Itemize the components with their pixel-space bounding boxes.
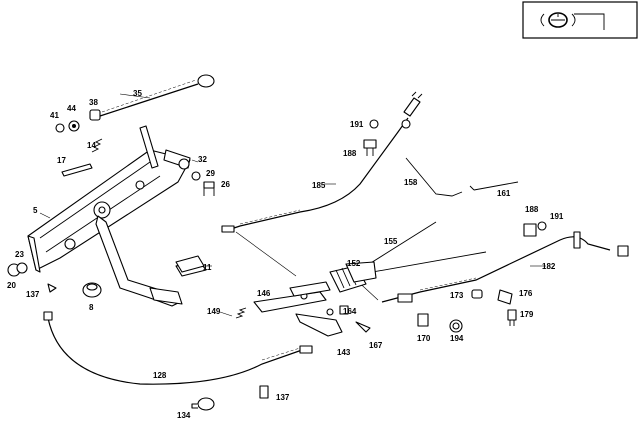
label-23: 23 xyxy=(15,250,24,259)
label-182: 182 xyxy=(542,262,556,271)
label-29: 29 xyxy=(206,169,215,178)
label-167: 167 xyxy=(369,341,383,350)
label-152: 152 xyxy=(347,259,361,268)
label-194: 194 xyxy=(450,334,464,343)
label-41: 41 xyxy=(50,111,59,120)
label-179: 179 xyxy=(520,310,534,319)
spring-161 xyxy=(469,181,519,191)
label-32: 32 xyxy=(198,155,207,164)
label-44: 44 xyxy=(67,104,76,113)
label-137a: 137 xyxy=(26,290,40,299)
cable-185 xyxy=(221,91,423,233)
label-164: 164 xyxy=(343,307,357,316)
label-20: 20 xyxy=(7,281,16,290)
label-143: 143 xyxy=(337,348,351,357)
label-170: 170 xyxy=(417,334,431,343)
label-191a: 191 xyxy=(350,120,364,129)
small-fasteners-left xyxy=(7,120,215,293)
label-176: 176 xyxy=(519,289,533,298)
spring-158 xyxy=(405,157,463,197)
label-173: 173 xyxy=(450,291,464,300)
leader-lines xyxy=(39,93,546,317)
equalizer-lever xyxy=(235,281,371,337)
label-188a: 188 xyxy=(343,149,357,158)
rubber-boot xyxy=(329,261,377,293)
fastener-188-191-right xyxy=(523,221,547,237)
label-26: 26 xyxy=(221,180,230,189)
label-137b: 137 xyxy=(276,393,290,402)
label-35: 35 xyxy=(133,89,142,98)
label-146: 146 xyxy=(257,289,271,298)
label-17: 17 xyxy=(57,156,66,165)
label-5: 5 xyxy=(33,206,38,215)
label-161: 161 xyxy=(497,189,511,198)
fastener-188-191-upper xyxy=(363,119,379,156)
pedal-cover-11 xyxy=(175,255,205,273)
label-38: 38 xyxy=(89,98,98,107)
label-134: 134 xyxy=(177,411,191,420)
label-155: 155 xyxy=(384,237,398,246)
hardware-right xyxy=(339,289,517,333)
label-188b: 188 xyxy=(525,205,539,214)
part-labels: 5 8 11 14 17 20 23 26 29 32 35 38 41 44 … xyxy=(7,89,564,420)
label-191b: 191 xyxy=(550,212,564,221)
label-149: 149 xyxy=(207,307,221,316)
fastener-134-137 xyxy=(191,385,269,411)
label-185: 185 xyxy=(312,181,326,190)
handbrake-warning-icon xyxy=(522,1,638,39)
label-8: 8 xyxy=(89,303,94,312)
label-14: 14 xyxy=(87,141,96,150)
cable-128 xyxy=(43,311,313,385)
release-rod xyxy=(89,74,215,121)
label-11: 11 xyxy=(203,263,212,272)
pedal-bracket xyxy=(27,125,191,307)
label-128: 128 xyxy=(153,371,167,380)
label-158: 158 xyxy=(404,178,418,187)
cable-182 xyxy=(381,231,629,303)
pedal-stop-rubber xyxy=(82,282,102,298)
